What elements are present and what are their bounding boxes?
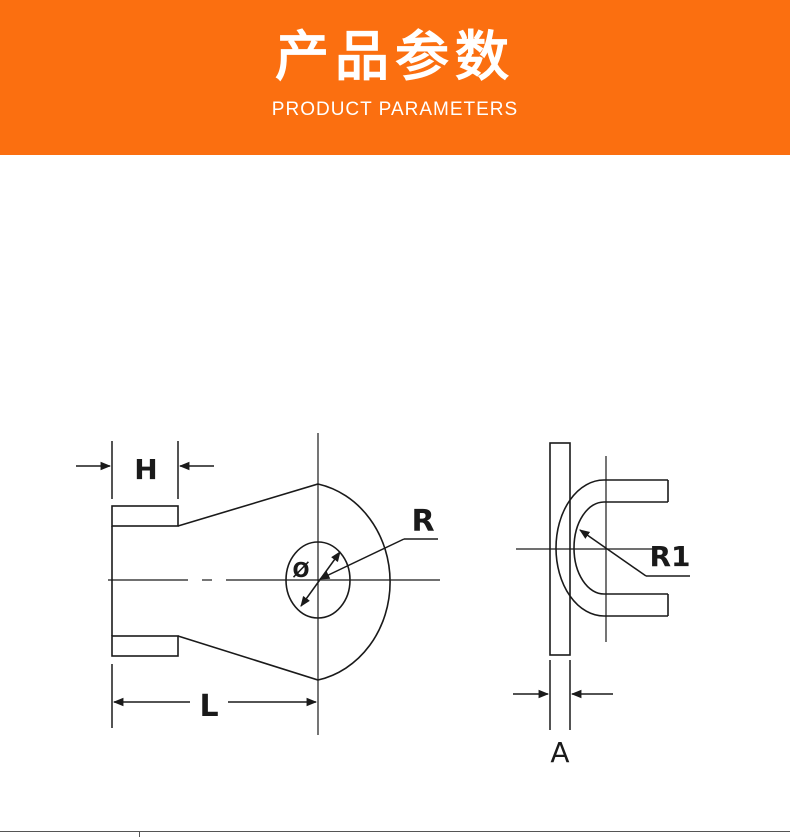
dimension-r bbox=[319, 538, 438, 580]
dimension-r-label: R bbox=[411, 504, 434, 539]
page-subtitle: PRODUCT PARAMETERS bbox=[271, 99, 519, 120]
dimension-diameter-label: Ø bbox=[292, 558, 309, 582]
lug-tab-top bbox=[111, 505, 179, 527]
dimension-a-label: A bbox=[550, 736, 569, 769]
header-banner: 产品参数 PRODUCT PARAMETERS bbox=[0, 0, 790, 155]
lug-side-view bbox=[516, 442, 669, 656]
lug-barrel-outer bbox=[555, 479, 668, 617]
dimension-a bbox=[513, 660, 613, 730]
dimension-l-label: L bbox=[199, 689, 218, 724]
lug-top-view bbox=[111, 483, 391, 681]
dimension-diameter bbox=[300, 551, 341, 607]
lug-tab-bottom bbox=[111, 635, 179, 657]
page-title: 产品参数 bbox=[275, 25, 515, 88]
dimension-h-label: H bbox=[134, 453, 157, 486]
dimension-h bbox=[76, 441, 214, 499]
lug-barrel-inner bbox=[573, 501, 668, 595]
footer-divider-tick bbox=[139, 831, 140, 837]
dimension-r1-label: R1 bbox=[649, 540, 690, 573]
lug-body-outline bbox=[111, 483, 391, 681]
product-dimension-diagram: H L R Ø R1 bbox=[76, 433, 691, 769]
dimension-r1 bbox=[579, 529, 690, 577]
dimension-l bbox=[111, 664, 318, 728]
footer-divider bbox=[0, 831, 790, 832]
